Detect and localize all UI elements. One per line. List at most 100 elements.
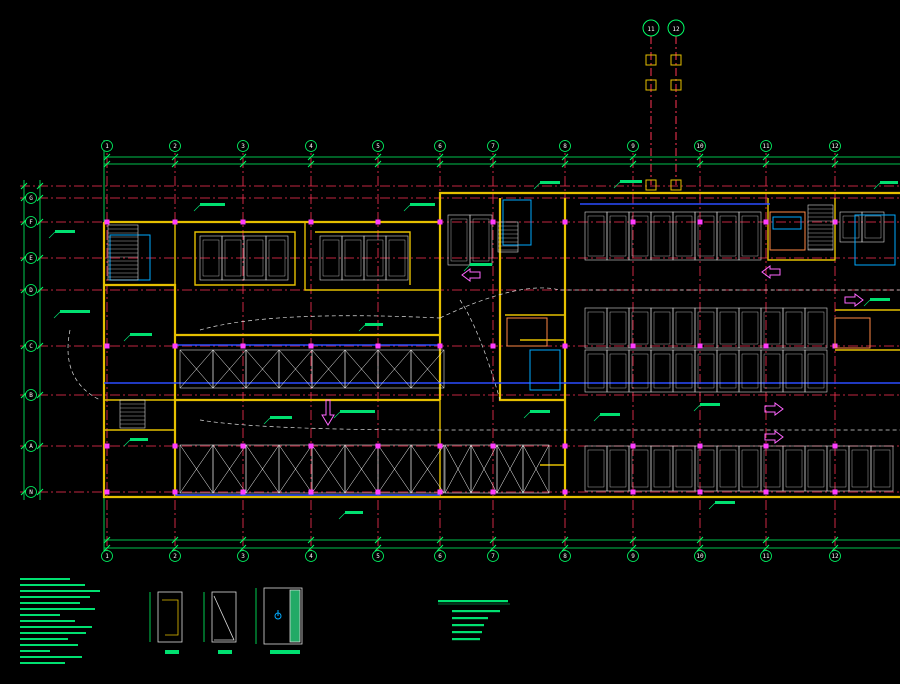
annotation-note — [358, 323, 383, 332]
dim-tick — [307, 536, 315, 544]
stall-outline — [410, 444, 445, 494]
stall-hatch — [245, 349, 280, 389]
stall-hatch — [496, 444, 524, 494]
north-axis-extension — [645, 36, 682, 191]
annotations — [48, 180, 898, 520]
dim-tick — [36, 218, 44, 226]
bubble-ring — [559, 550, 571, 562]
stall-hatch — [179, 349, 214, 389]
column-marker — [375, 343, 381, 349]
annotation-note — [873, 181, 898, 190]
bubble-ring — [694, 550, 706, 562]
axis-bubble-12: 12 — [829, 140, 841, 152]
dim-tick — [36, 286, 44, 294]
stall-inner — [719, 311, 737, 345]
dim-tick — [171, 536, 179, 544]
fire-compartment-lines — [104, 203, 900, 496]
bubble-ring — [237, 550, 249, 562]
annotation-note — [693, 403, 720, 412]
note-line — [20, 656, 82, 658]
stall-row-g — [804, 307, 828, 349]
stall-outline — [385, 235, 409, 281]
dim-tick — [307, 160, 315, 168]
note-line — [20, 638, 68, 640]
leader-line — [708, 502, 716, 510]
stall-row-e — [245, 444, 280, 494]
stall-inner — [719, 215, 737, 257]
stall-inner — [807, 353, 825, 389]
bubble-label: 5 — [376, 553, 380, 560]
stair-outline — [807, 204, 834, 251]
note-line — [20, 608, 95, 610]
bubble-label: 1 — [105, 143, 109, 150]
leader-line — [193, 204, 201, 212]
column-marker — [308, 443, 314, 449]
bubble-label: 6 — [438, 553, 442, 560]
dim-tick — [374, 160, 382, 168]
stall-inner — [653, 215, 671, 257]
dim-tick — [103, 160, 111, 168]
annotation-note — [193, 203, 225, 212]
stall-inner — [851, 449, 869, 488]
leader-line — [463, 264, 471, 272]
note-text — [60, 310, 90, 313]
axis-bubble-2: 2 — [169, 140, 181, 152]
dim-tick — [696, 536, 704, 544]
stall-inner — [587, 353, 605, 389]
bubble-ring — [487, 140, 499, 152]
annotation-note — [708, 501, 735, 510]
column-marker — [375, 443, 381, 449]
bubble-ring — [305, 140, 317, 152]
dim-tick — [561, 544, 569, 552]
dim-tick — [103, 536, 111, 544]
stall-inner — [741, 215, 759, 257]
stall-row-d — [410, 349, 445, 389]
bubble-ring — [25, 340, 37, 352]
stall-inner — [366, 239, 384, 277]
dim-tick — [629, 536, 637, 544]
note-line — [20, 644, 78, 646]
bubble-label: N — [29, 489, 33, 496]
leader-line — [873, 182, 881, 190]
bubble-ring — [372, 140, 384, 152]
stall-inner — [224, 239, 242, 277]
bubble-label: E — [29, 255, 33, 262]
column-marker — [240, 443, 246, 449]
dim-tick — [171, 160, 179, 168]
column-marker — [697, 219, 703, 225]
bubble-ring — [169, 140, 181, 152]
dim-tick — [696, 544, 704, 552]
dim-tick — [436, 544, 444, 552]
stall-inner — [322, 239, 340, 277]
column-marker — [630, 443, 636, 449]
dim-tick — [36, 342, 44, 350]
dim-tick — [36, 194, 44, 202]
stall-hatch — [311, 444, 346, 494]
bubble-label: 8 — [563, 143, 567, 150]
axis-bubble-9: 9 — [627, 550, 639, 562]
bubble-ring — [694, 140, 706, 152]
stall-inner — [587, 311, 605, 345]
note-text — [200, 203, 225, 206]
bubble-ring — [829, 550, 841, 562]
stall-inner — [450, 218, 468, 262]
stall-inner — [675, 449, 693, 488]
dim-tick — [36, 254, 44, 262]
axis-bubble-5: 5 — [372, 140, 384, 152]
title-note-line — [438, 600, 508, 603]
dim-tick — [436, 160, 444, 168]
column-marker — [630, 489, 636, 495]
column-marker — [437, 343, 443, 349]
bubble-ring — [169, 550, 181, 562]
stall-hatch — [410, 349, 445, 389]
stall-inner — [842, 215, 860, 239]
bubble-ring — [434, 140, 446, 152]
note-text — [600, 413, 620, 416]
note-text — [540, 181, 560, 184]
stall-row-i — [870, 445, 894, 492]
title-note-line — [452, 624, 484, 627]
dim-tick — [171, 544, 179, 552]
column-marker — [172, 343, 178, 349]
column-marker — [562, 489, 568, 495]
column-marker — [308, 219, 314, 225]
